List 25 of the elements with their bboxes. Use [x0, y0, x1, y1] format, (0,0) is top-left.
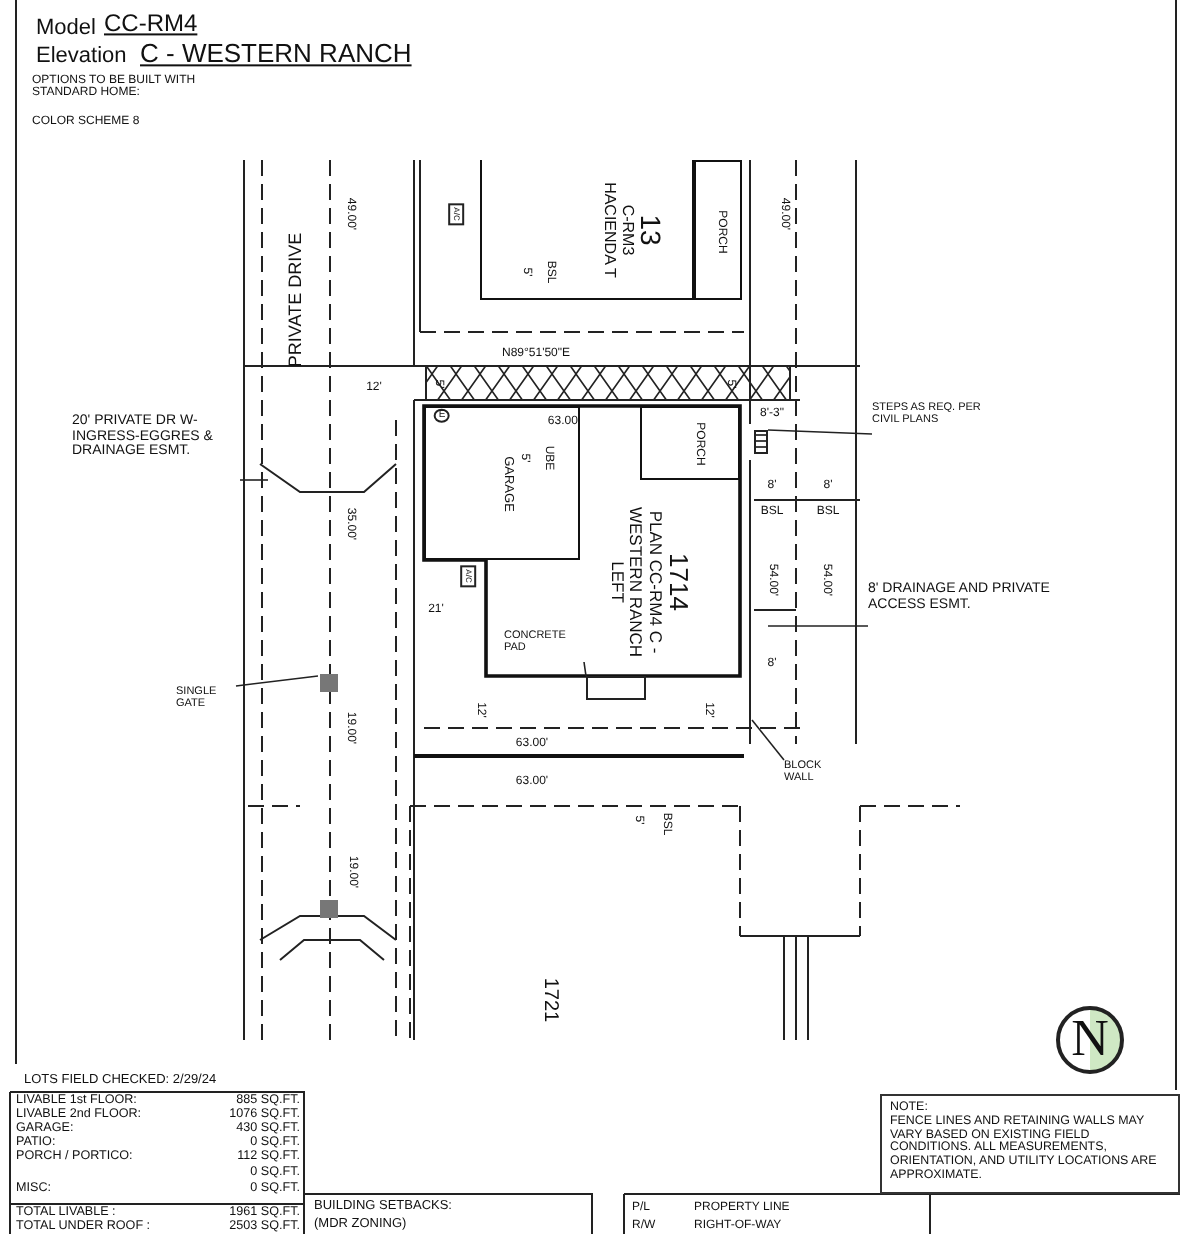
- north-letter: N: [1071, 1012, 1109, 1065]
- house-footprint: [424, 406, 740, 676]
- porch-outline: [640, 406, 740, 480]
- steps: [754, 430, 768, 454]
- leader-line: [767, 429, 873, 435]
- note-box: [880, 1094, 1180, 1194]
- leader-line: [239, 479, 269, 481]
- leader-line: [583, 661, 587, 677]
- model-heading: Model: [36, 18, 96, 42]
- garage-outline: [424, 406, 580, 560]
- lot-number: 13: [634, 212, 665, 250]
- porch-outline: [694, 160, 742, 300]
- model-heading: Elevation: [36, 46, 127, 70]
- leader-line: [235, 675, 319, 687]
- house-footprint: [480, 160, 694, 300]
- lot-number: 1714: [663, 551, 693, 615]
- model-heading: C - WESTERN RANCH: [140, 40, 412, 68]
- model-heading: CC-RM4: [104, 11, 198, 37]
- leader-line: [751, 719, 785, 761]
- concrete-pad: [586, 676, 646, 700]
- lot-label: 1721: [537, 977, 559, 1023]
- lot-plan-label: PLAN CC-RM4 C - WESTERN RANCH LEFT: [607, 504, 664, 662]
- lot-plan-label: C-RM3 HACIENDA T: [599, 180, 635, 280]
- lot-label: PRIVATE DRIVE: [286, 232, 306, 368]
- leader-line: [767, 625, 869, 627]
